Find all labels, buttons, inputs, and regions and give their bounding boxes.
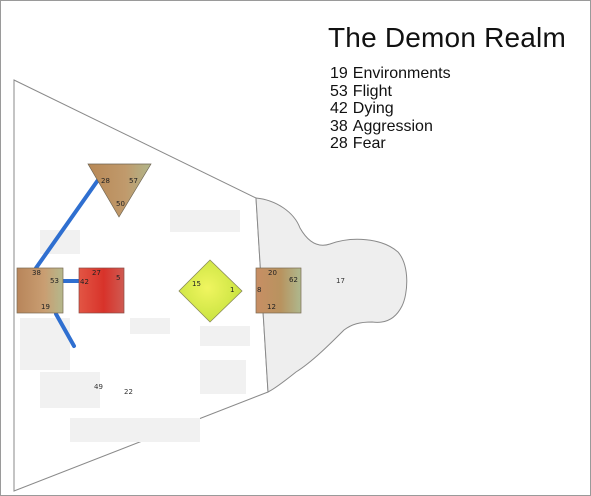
triangle-label: 28 [101, 177, 110, 185]
shadow-area [70, 418, 200, 442]
square-node-right: 20 62 8 12 [256, 268, 301, 313]
square-label: 62 [289, 276, 298, 284]
square-label: 19 [41, 303, 50, 311]
diagram-title: The Demon Realm [328, 22, 566, 54]
square-node-red: 42 27 5 [79, 268, 124, 313]
square-label: 20 [268, 269, 277, 277]
shadow-area [130, 318, 170, 334]
legend-label: Flight [353, 83, 392, 100]
legend-label: Fear [353, 135, 386, 152]
legend: 19 Environments 53 Flight 42 Dying 38 Aggres… [330, 65, 451, 153]
legend-item: 42 Dying [330, 100, 451, 118]
legend-value: 19 [330, 65, 348, 82]
legend-label: Dying [353, 100, 394, 117]
square-label: 5 [116, 274, 120, 282]
legend-value: 38 [330, 118, 348, 135]
legend-item: 19 Environments [330, 65, 451, 83]
legend-item: 53 Flight [330, 83, 451, 101]
square-label: 27 [92, 269, 101, 277]
square-shape [256, 268, 301, 313]
legend-label: Aggression [353, 118, 433, 135]
triangle-label: 50 [116, 200, 125, 208]
shadow-area [200, 360, 246, 394]
outside-label: 17 [336, 277, 345, 285]
triangle-label: 57 [129, 177, 138, 185]
shadow-area [40, 372, 100, 408]
diamond-label: 15 [192, 280, 201, 288]
square-node-left: 38 53 19 [17, 268, 63, 313]
square-label: 38 [32, 269, 41, 277]
diamond-label: 1 [230, 286, 234, 294]
legend-label: Environments [353, 65, 451, 82]
outside-label: 22 [124, 388, 133, 396]
legend-value: 28 [330, 135, 348, 152]
legend-item: 28 Fear [330, 135, 451, 153]
legend-item: 38 Aggression [330, 118, 451, 136]
shadow-area [170, 210, 240, 232]
square-label: 8 [257, 286, 261, 294]
square-label: 42 [80, 278, 89, 286]
legend-value: 53 [330, 83, 348, 100]
shadow-area [200, 326, 250, 346]
square-label: 53 [50, 277, 59, 285]
legend-value: 42 [330, 100, 348, 117]
square-label: 12 [267, 303, 276, 311]
outside-label: 49 [94, 383, 103, 391]
